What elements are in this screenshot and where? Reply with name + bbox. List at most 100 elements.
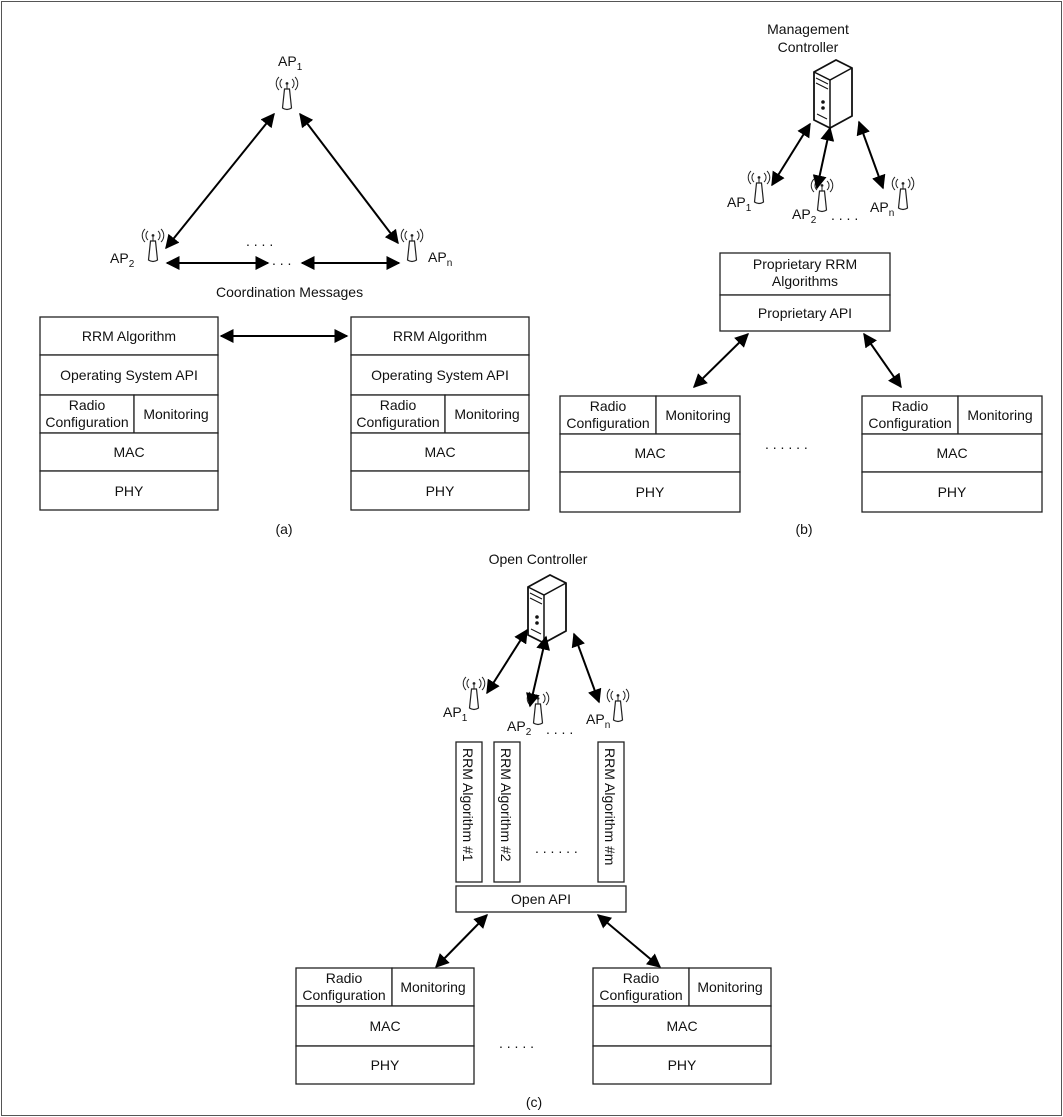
monitoring-label: Monitoring [665,407,730,423]
caption-c: (c) [526,1094,542,1110]
controller-stack: Proprietary RRM Algorithms Proprietary A… [719,252,891,332]
algorithm-label: RRM Algorithm #m [602,748,618,865]
ap1-label: AP1 [727,194,752,214]
link-arrow [596,914,662,968]
antenna-icon [810,178,834,213]
open-api-label: Open API [511,891,571,907]
radio-config-label: Radio [326,970,363,986]
radio-config-label: Radio [892,398,929,414]
protocol-stack: RRM Algorithm Operating System API Radio… [39,316,219,511]
antenna-icon [141,228,165,263]
caption-b: (b) [795,521,812,537]
link-arrow [299,112,399,245]
rrm-algorithm-label: RRM Algorithm [82,328,176,344]
management-controller-label: Controller [778,39,839,55]
ap2-label: AP2 [792,206,817,226]
link-arrow [165,112,275,250]
apn-label: APn [428,249,452,269]
link-arrow [526,635,550,708]
antenna-icon [400,228,424,263]
radio-config-label: Configuration [45,414,128,430]
apn-label: APn [586,711,610,731]
radio-config-label: Configuration [566,415,649,431]
dots: . . . . [246,233,273,249]
monitoring-label: Monitoring [967,407,1032,423]
radio-config-label: Radio [623,970,660,986]
dots: . . . . . [499,1035,534,1051]
monitoring-label: Monitoring [697,979,762,995]
open-api-box [455,885,627,913]
panel-c: Open Controller AP1 AP2 . . . . APn RRM … [295,551,772,1110]
mac-label: MAC [369,1018,400,1034]
radio-config-label: Configuration [302,987,385,1003]
ap1-label: AP1 [278,53,303,73]
management-controller-label: Management [767,21,849,37]
link-arrow [771,122,811,187]
algorithm-box-1: RRM Algorithm #1 [455,741,483,883]
os-api-label: Operating System API [371,367,509,383]
phy-label: PHY [371,1057,400,1073]
phy-label: PHY [636,484,665,500]
proprietary-rrm-label: Algorithms [772,273,838,289]
algorithm-box-m: RRM Algorithm #m [597,741,625,883]
server-icon [813,59,853,129]
mac-label: MAC [936,445,967,461]
antenna-icon [606,688,630,723]
open-controller-label: Open Controller [489,551,588,567]
protocol-stack: Radio Configuration Monitoring MAC PHY [295,967,475,1085]
dots: . . . [272,252,291,268]
protocol-stack: Radio Configuration Monitoring MAC PHY [592,967,772,1085]
protocol-stack: Radio Configuration Monitoring MAC PHY [559,395,741,513]
antenna-icon [526,691,550,726]
link-arrow [571,632,602,704]
os-api-label: Operating System API [60,367,198,383]
link-arrow [693,333,749,388]
phy-label: PHY [938,484,967,500]
antenna-icon [891,176,915,211]
rrm-algorithm-label: RRM Algorithm [393,328,487,344]
dots: . . . . [831,207,858,223]
radio-config-label: Configuration [599,987,682,1003]
mac-label: MAC [113,444,144,460]
ap1-label: AP1 [443,704,468,724]
protocol-stack: RRM Algorithm Operating System API Radio… [350,316,530,511]
antenna-icon [747,170,771,205]
monitoring-label: Monitoring [454,406,519,422]
mac-label: MAC [424,444,455,460]
dots: . . . . . . [535,840,578,856]
proprietary-rrm-label: Proprietary RRM [753,256,857,272]
link-arrow [435,914,488,968]
algorithm-box-2: RRM Algorithm #2 [493,741,521,883]
monitoring-label: Monitoring [143,406,208,422]
radio-config-label: Radio [380,397,417,413]
panel-a: AP1 AP2 APn . . . . . . . Coordination M… [39,53,530,537]
panel-b: Management Controller AP1 AP2 . . . . AP… [559,21,1043,537]
ap2-label: AP2 [110,250,135,270]
radio-config-label: Configuration [356,414,439,430]
server-icon [527,574,567,644]
phy-label: PHY [426,483,455,499]
coordination-label: Coordination Messages [216,284,363,300]
phy-label: PHY [668,1057,697,1073]
apn-label: APn [870,199,894,219]
ap2-label: AP2 [507,718,532,738]
dots: . . . . . . [765,436,808,452]
link-arrow [486,628,528,695]
caption-a: (a) [275,521,292,537]
link-arrow [863,332,902,389]
protocol-stack: Radio Configuration Monitoring MAC PHY [861,395,1043,513]
mac-label: MAC [634,445,665,461]
antenna-icon [462,676,486,711]
algorithm-label: RRM Algorithm #1 [460,748,476,862]
proprietary-api-label: Proprietary API [758,305,852,321]
mac-label: MAC [666,1018,697,1034]
radio-config-label: Radio [69,397,106,413]
antenna-icon [275,76,299,111]
dots: . . . . [546,721,573,737]
radio-config-label: Radio [590,398,627,414]
phy-label: PHY [115,483,144,499]
link-arrow [856,120,886,190]
link-arrow [812,126,835,190]
radio-config-label: Configuration [868,415,951,431]
